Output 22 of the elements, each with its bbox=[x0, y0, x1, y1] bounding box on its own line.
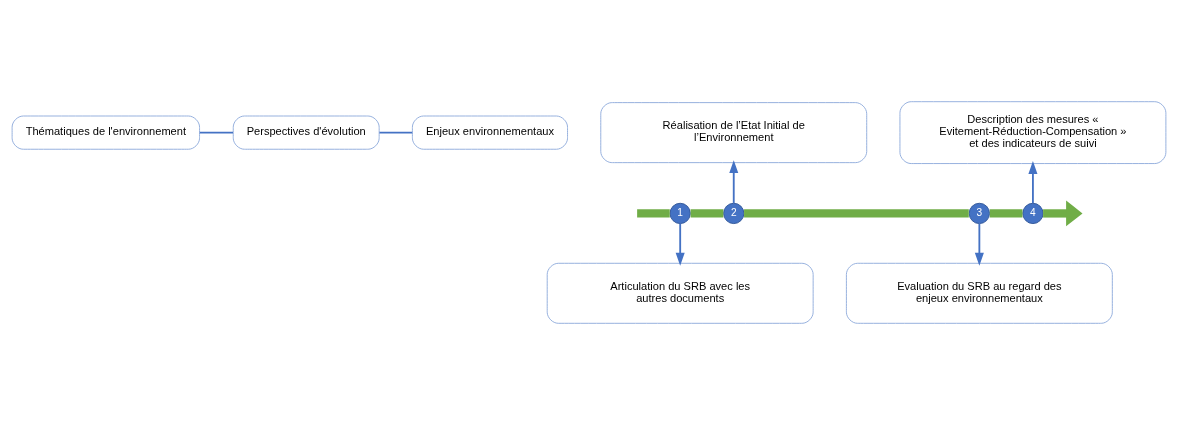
node-circle: 2 bbox=[723, 202, 745, 225]
connector bbox=[744, 209, 969, 218]
arrow bbox=[729, 160, 739, 205]
node-box: Thématiques de l'environnement bbox=[11, 115, 200, 150]
node-box: Articulation du SRB avec les autres documents bbox=[546, 262, 814, 324]
node-box: Enjeux environnementaux bbox=[411, 115, 568, 150]
connector bbox=[637, 209, 670, 218]
node-box: Réalisation de l’Etat Initial de l’Environnement bbox=[600, 102, 868, 164]
node-box: Evaluation du SRB au regard des enjeux environnementaux bbox=[845, 262, 1113, 324]
arrow bbox=[675, 222, 685, 266]
node-circle: 1 bbox=[669, 202, 691, 225]
node-box: Description des mesures « Evitement-Réduction-Compensation » et des indicateurs de suivi bbox=[899, 101, 1167, 164]
connector bbox=[989, 209, 1023, 218]
connector bbox=[690, 209, 724, 218]
arrow bbox=[1043, 200, 1083, 227]
node-circle: 4 bbox=[1022, 202, 1044, 225]
node-circle: 3 bbox=[968, 202, 990, 225]
arrow bbox=[1028, 161, 1038, 204]
node-box: Perspectives d'évolution bbox=[232, 115, 380, 150]
connector bbox=[378, 131, 414, 134]
connector bbox=[198, 131, 234, 134]
arrow bbox=[974, 222, 984, 266]
